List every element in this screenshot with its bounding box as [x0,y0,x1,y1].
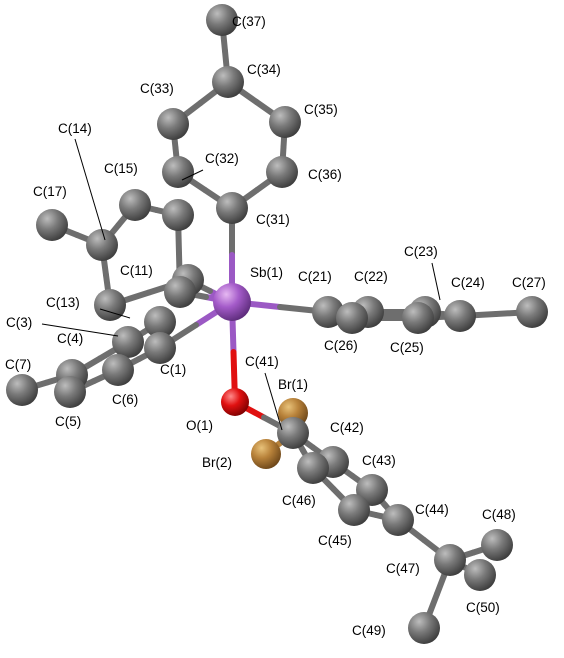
atom-label-c33: C(33) [140,81,174,96]
atom-label-c46: C(46) [282,493,316,508]
atom-label-o1: O(1) [186,418,213,433]
atom-c35 [269,106,301,138]
atom-c46 [297,452,329,484]
atom-c11 [164,276,196,308]
atom-c5 [54,376,86,408]
atom-c1 [144,332,176,364]
atom-label-c21: C(21) [298,269,332,284]
atom-c2 [144,306,176,338]
atom-label-c3: C(3) [6,315,32,330]
atom-c48 [481,529,513,561]
atom-c47 [434,544,466,576]
atom-label-c42: C(42) [330,420,364,435]
atom-label-c13: C(13) [46,295,80,310]
atom-label-c7: C(7) [5,357,31,372]
atom-c24 [444,300,476,332]
atom-label-c32: C(32) [205,151,239,166]
atom-label-sb1: Sb(1) [250,265,283,280]
atom-label-c27: C(27) [512,275,546,290]
atom-label-c35: C(35) [304,102,338,117]
atom-label-c22: C(22) [354,269,388,284]
atom-c3 [112,326,144,358]
atom-c6 [102,354,134,386]
atom-label-c50: C(50) [466,600,500,615]
atom-c32 [162,156,194,188]
atom-c41 [277,417,309,449]
atom-c7 [6,374,38,406]
atom-label-c36: C(36) [308,167,342,182]
atom-c14 [86,229,118,261]
leader-line-c23 [431,262,441,301]
atom-label-c34: C(34) [247,62,281,77]
atom-label-br2: Br(2) [202,455,232,470]
atom-label-c11: C(11) [120,263,153,278]
leader-line-c13 [99,308,131,319]
atom-br2 [251,439,281,469]
atom-label-br1: Br(1) [278,377,308,392]
atom-c25 [402,302,434,334]
atom-label-c1: C(1) [160,362,186,377]
atom-label-c6: C(6) [112,392,138,407]
atom-label-c47: C(47) [386,561,420,576]
atom-label-c45: C(45) [318,533,352,548]
atom-c13 [94,289,126,321]
atom-label-c15: C(15) [104,161,138,176]
atom-label-c4: C(4) [57,331,83,346]
atom-c37 [206,4,238,36]
atom-label-c17: C(17) [33,184,67,199]
atom-sb1 [213,283,251,321]
atom-label-c24: C(24) [451,275,485,290]
atom-c49 [408,612,440,644]
atom-c50 [464,559,496,591]
atom-label-c41: C(41) [245,354,279,369]
atom-label-c37: C(37) [232,14,266,29]
atom-c26 [336,302,368,334]
atom-label-c44: C(44) [415,502,449,517]
atom-label-c49: C(49) [352,623,386,638]
atom-label-c14: C(14) [58,121,92,136]
leader-line-c3 [41,323,119,337]
atom-label-c48: C(48) [482,507,516,522]
leader-line-c32 [181,169,204,181]
atom-c34 [212,66,244,98]
leader-line-c41 [264,372,283,431]
atom-c45 [338,494,370,526]
atom-c44 [382,504,414,536]
atom-label-c31: C(31) [256,212,290,227]
atom-c27 [516,296,548,328]
leader-line-c14 [74,138,106,241]
atom-label-c23: C(23) [404,244,438,259]
atom-label-c25: C(25) [390,340,424,355]
atom-label-c26: C(26) [324,338,358,353]
atom-c15 [119,189,151,221]
atom-label-c5: C(5) [55,414,81,429]
atom-c31 [216,192,248,224]
atom-c21 [312,296,344,328]
atom-c36 [266,156,298,188]
atom-label-c43: C(43) [362,453,396,468]
atom-c33 [157,108,189,140]
atom-c17 [36,209,68,241]
atom-c16 [162,199,194,231]
atom-o1 [221,388,249,416]
